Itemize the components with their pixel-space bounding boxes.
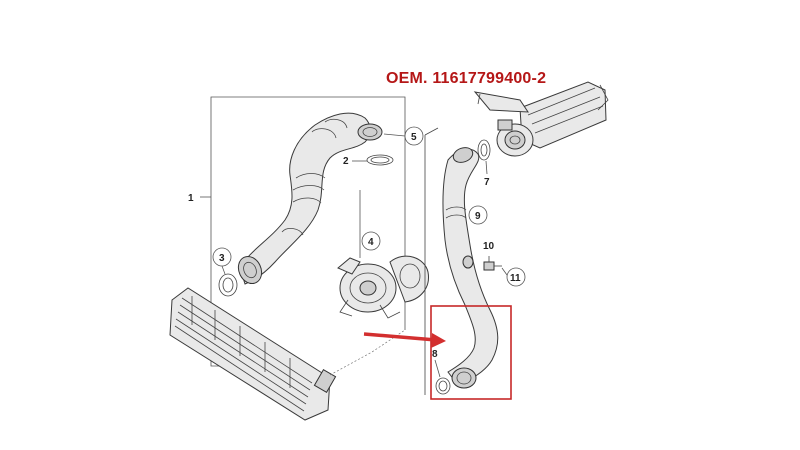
intake-manifold [473, 81, 609, 157]
svg-text:8: 8 [432, 349, 438, 360]
svg-text:7: 7 [484, 177, 490, 188]
seal-ring-7 [477, 139, 491, 161]
svg-text:1: 1 [188, 193, 194, 204]
callout-9: 9 [468, 205, 488, 225]
callout-11: 11 [501, 267, 526, 287]
seal-ring-3 [218, 273, 238, 297]
callout-7: 7 [484, 160, 490, 188]
callout-8: 8 [432, 349, 441, 378]
upper-intake-hose [237, 112, 383, 285]
intercooler [169, 287, 406, 421]
callout-5: 5 [383, 126, 424, 146]
svg-text:3: 3 [219, 253, 225, 264]
svg-text:11: 11 [510, 273, 521, 284]
callout-1: 1 [188, 193, 194, 204]
svg-text:2: 2 [343, 156, 349, 167]
callout-4: 4 [361, 231, 381, 251]
sensor-10 [483, 256, 502, 271]
highlight-box [430, 305, 512, 400]
svg-text:4: 4 [368, 237, 374, 248]
callout-2: 2 [343, 156, 367, 167]
callout-3: 3 [212, 247, 232, 275]
oem-part-number: OEM. 11617799400-2 [386, 70, 547, 87]
svg-text:9: 9 [475, 211, 481, 222]
pointer-arrow [363, 332, 446, 348]
grommet-part [462, 255, 474, 269]
callout-10: 10 [483, 241, 495, 252]
seal-ring-8 [435, 377, 451, 395]
svg-text:5: 5 [411, 132, 417, 143]
seal-ring-2 [366, 154, 394, 166]
turbocharger-4 [337, 190, 429, 319]
svg-text:10: 10 [483, 241, 495, 252]
group-bracket-1 [200, 96, 406, 367]
